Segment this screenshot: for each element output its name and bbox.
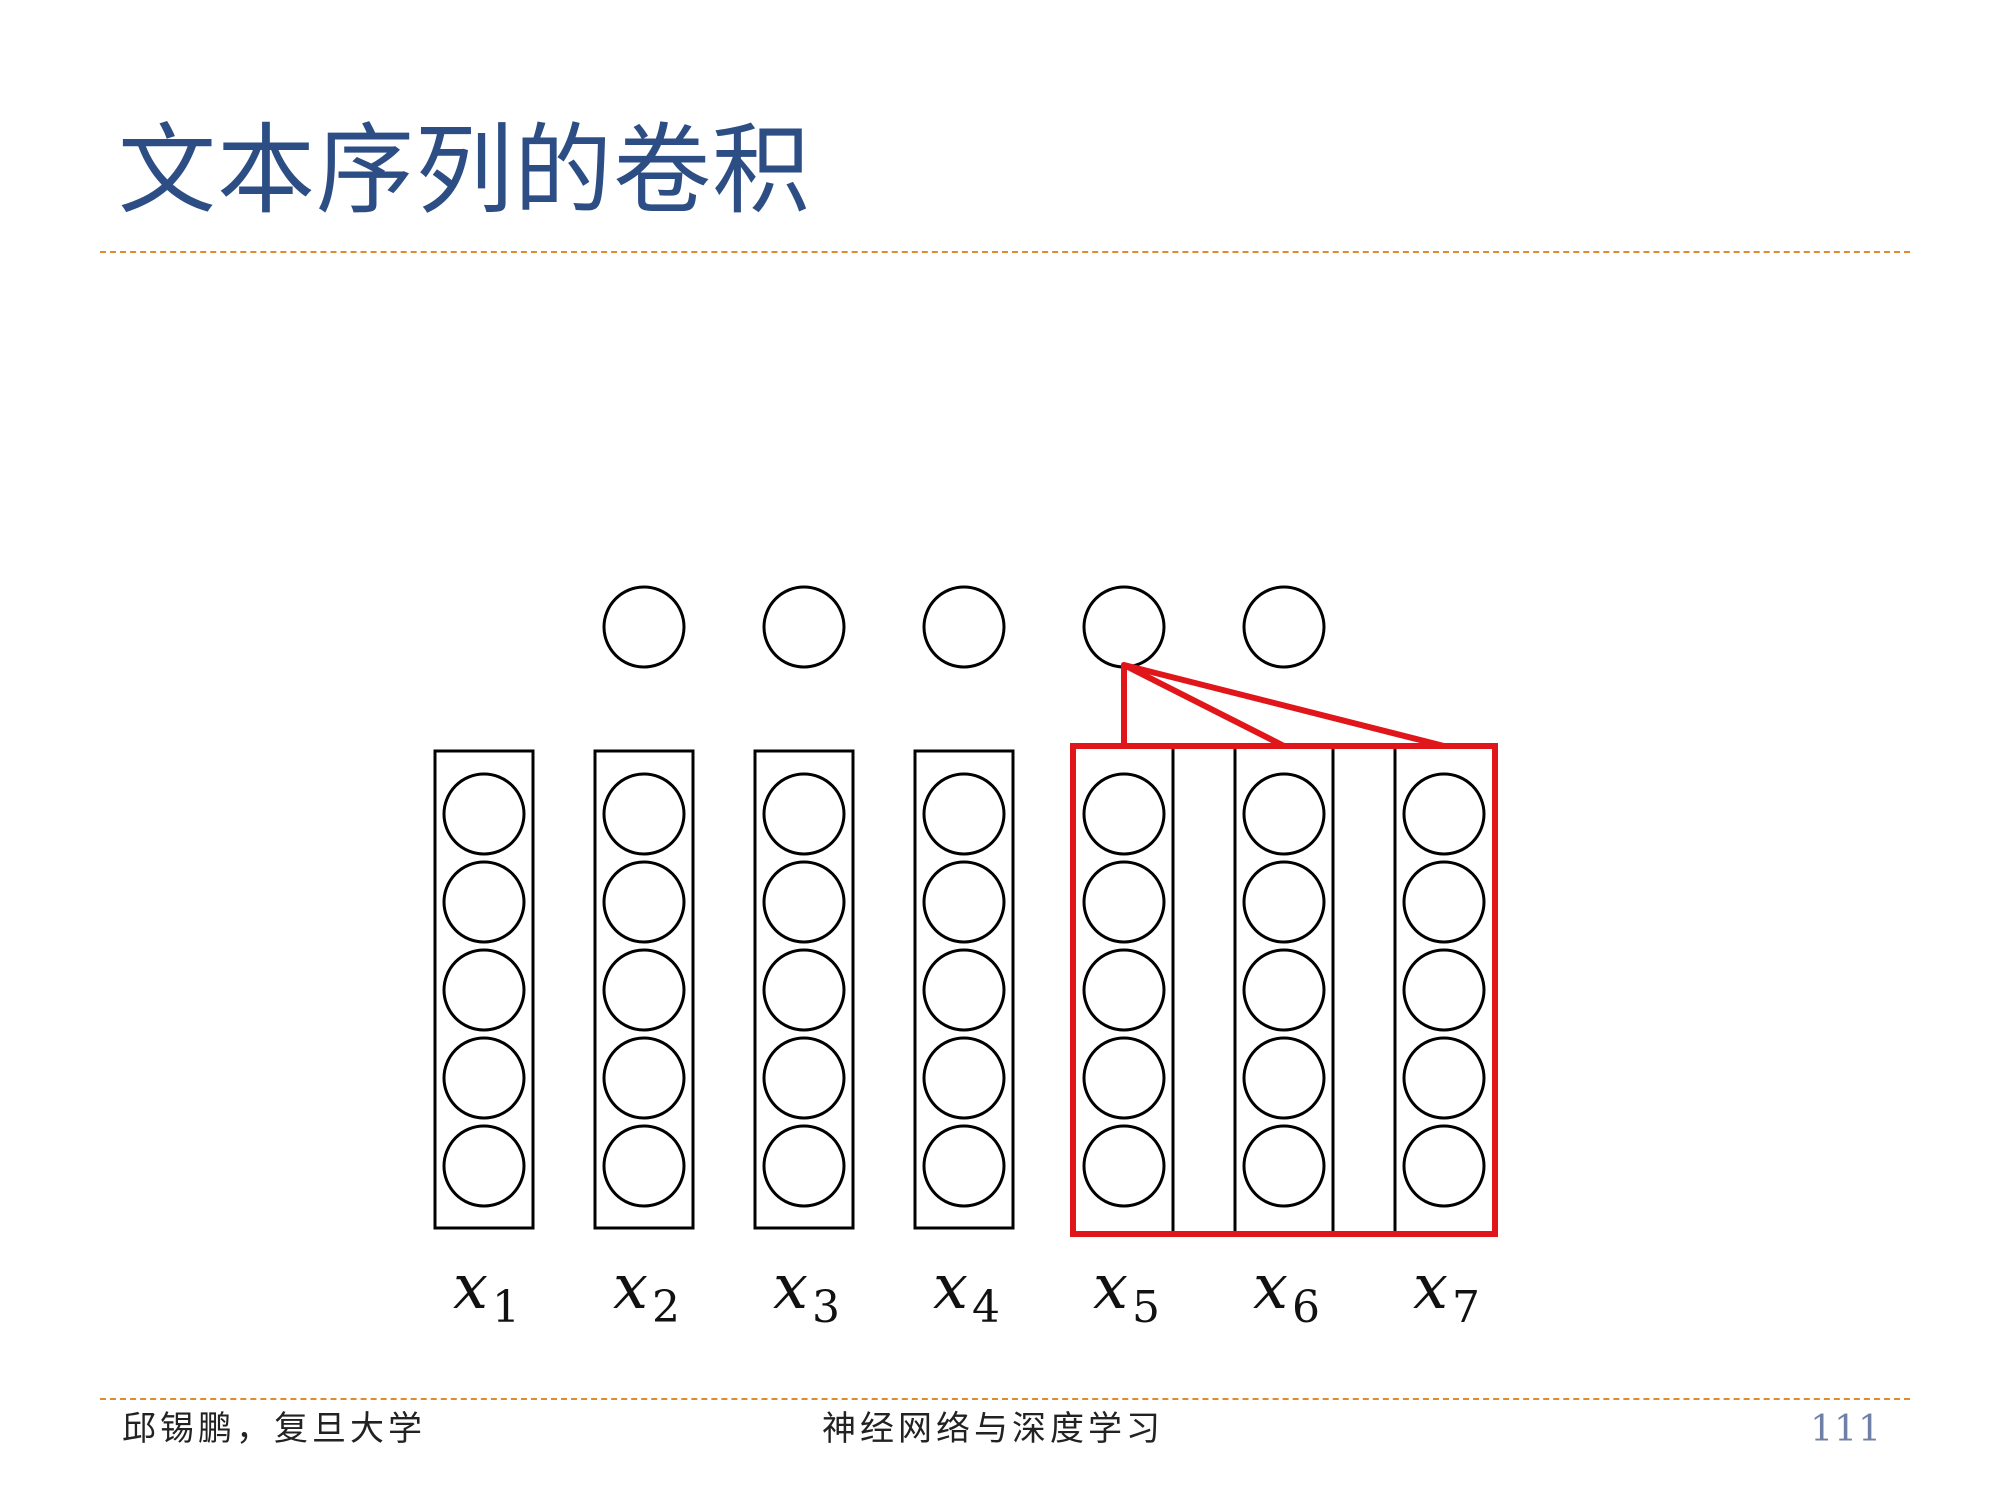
input-unit <box>922 1124 1006 1208</box>
input-unit <box>922 1036 1006 1120</box>
input-unit <box>442 772 526 856</box>
input-unit <box>762 860 846 944</box>
input-vector-3 <box>753 749 855 1230</box>
vector-box <box>913 749 1015 1230</box>
input-label-4: x4 <box>933 1250 1000 1333</box>
input-unit <box>922 860 1006 944</box>
vector-box <box>433 749 535 1230</box>
connection-line-2 <box>1121 662 1287 749</box>
input-unit <box>1402 772 1486 856</box>
slide-title: 文本序列的卷积 <box>118 114 812 228</box>
input-layer <box>433 749 1486 1230</box>
output-unit-3 <box>922 585 1006 669</box>
input-unit <box>1082 948 1166 1032</box>
input-unit <box>602 1124 686 1208</box>
input-unit <box>602 1036 686 1120</box>
input-label-3: x3 <box>773 1250 840 1333</box>
input-unit <box>762 1124 846 1208</box>
input-unit <box>1082 860 1166 944</box>
input-label-7: x7 <box>1413 1250 1480 1333</box>
input-labels: x1 x2 x3 x4 x5 x6 x7 <box>453 1250 1480 1333</box>
input-unit <box>442 1124 526 1208</box>
input-unit <box>922 772 1006 856</box>
input-unit <box>762 772 846 856</box>
input-unit <box>442 948 526 1032</box>
input-label-2: x2 <box>613 1250 680 1333</box>
footer-divider <box>100 1398 1910 1400</box>
input-vector-2 <box>593 749 695 1230</box>
output-unit-4 <box>1082 585 1166 669</box>
input-vector-4 <box>913 749 1015 1230</box>
output-unit-2 <box>762 585 846 669</box>
output-unit-1 <box>602 585 686 669</box>
convolution-window <box>1070 662 1498 1237</box>
input-unit <box>602 860 686 944</box>
input-unit <box>442 860 526 944</box>
input-unit <box>1402 1124 1486 1208</box>
footer-course: 神经网络与深度学习 <box>822 1409 1164 1449</box>
input-unit <box>1402 1036 1486 1120</box>
input-unit <box>442 1036 526 1120</box>
input-unit <box>1402 860 1486 944</box>
page-number: 111 <box>1810 1409 1882 1450</box>
output-layer <box>602 585 1326 669</box>
input-unit <box>602 948 686 1032</box>
input-unit <box>1082 1036 1166 1120</box>
input-vector-1 <box>433 749 535 1230</box>
connection-line-3 <box>1121 662 1447 749</box>
vector-box <box>593 749 695 1230</box>
input-label-5: x5 <box>1093 1250 1160 1333</box>
input-unit <box>602 772 686 856</box>
footer-author: 邱锡鹏，复旦大学 <box>122 1409 426 1449</box>
input-unit <box>1242 948 1326 1032</box>
input-unit <box>1242 860 1326 944</box>
input-unit <box>762 1036 846 1120</box>
input-unit <box>1082 1124 1166 1208</box>
vector-box <box>753 749 855 1230</box>
input-unit <box>1242 1036 1326 1120</box>
input-unit <box>1082 772 1166 856</box>
input-label-1: x1 <box>453 1250 520 1333</box>
input-unit <box>1402 948 1486 1032</box>
input-label-6: x6 <box>1253 1250 1320 1333</box>
input-unit <box>922 948 1006 1032</box>
input-unit <box>1242 1124 1326 1208</box>
input-vector-6 <box>1242 772 1326 1208</box>
window-frame <box>1070 743 1498 1237</box>
input-vector-5 <box>1082 772 1166 1208</box>
input-vector-7 <box>1402 772 1486 1208</box>
input-unit <box>762 948 846 1032</box>
title-divider <box>100 251 1910 253</box>
output-unit-5 <box>1242 585 1326 669</box>
input-unit <box>1242 772 1326 856</box>
